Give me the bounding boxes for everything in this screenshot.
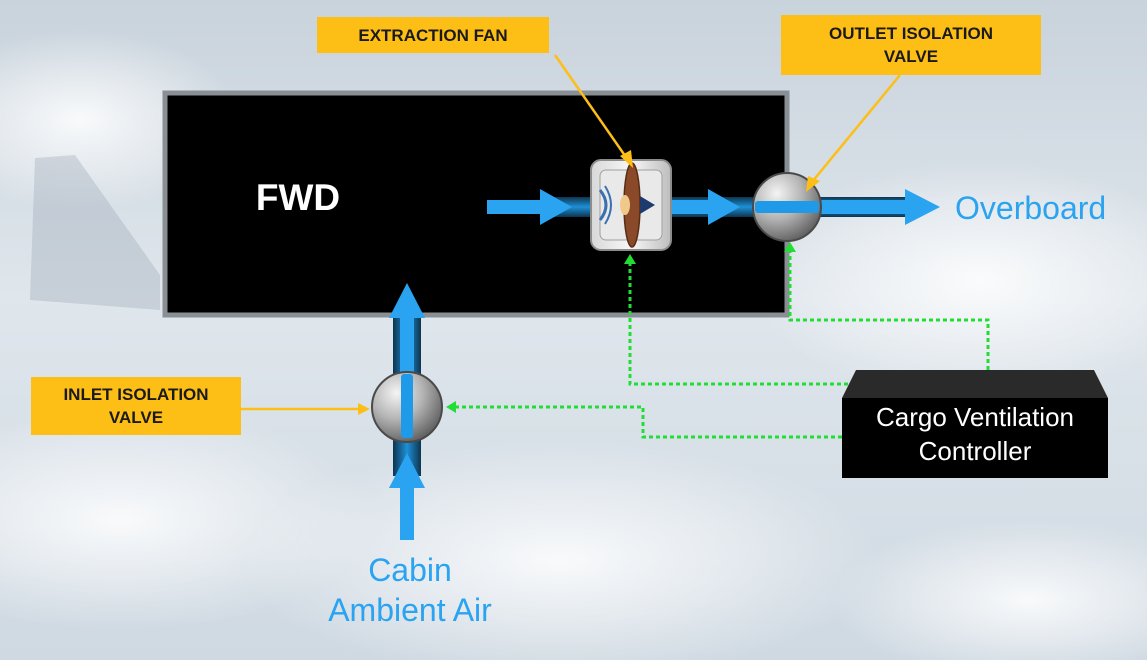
signal-to-outlet-valve (788, 250, 990, 370)
signal-arrowhead-inlet-valve (446, 401, 456, 413)
leader-extraction-fan (553, 54, 630, 161)
signal-arrowhead-fan (624, 254, 636, 264)
leader-outlet-valve (811, 74, 901, 183)
airflow-arrow-cabin-air (389, 453, 425, 540)
callout-outlet-line1: OUTLET ISOLATION (828, 24, 993, 43)
control-signal-lines (455, 250, 990, 439)
callout-extraction-fan: EXTRACTION FAN (317, 17, 549, 53)
cloud (750, 160, 1147, 400)
inlet-isolation-valve (371, 371, 443, 443)
callout-leader-lines (240, 54, 901, 411)
signal-to-extraction-fan (628, 262, 855, 386)
callout-outlet-line2: VALVE (883, 47, 939, 66)
callout-inlet-line2: VALVE (108, 408, 164, 427)
airflow-arrow-overboard (820, 189, 940, 225)
extraction-fan (590, 159, 672, 251)
outlet-isolation-valve (752, 172, 822, 242)
controller-line1: Cargo Ventilation (875, 402, 1075, 432)
cabin-ambient-air-label: Cabin Ambient Air (300, 550, 520, 630)
airflow-arrow-into-fan (487, 189, 572, 225)
leader-arrowhead-outlet (806, 176, 820, 192)
signal-to-inlet-valve (455, 405, 842, 439)
compartment-label: FWD (255, 177, 341, 218)
callout-inlet-line1: INLET ISOLATION (63, 385, 209, 404)
callout-inlet-isolation-valve: INLET ISOLATION VALVE (31, 377, 241, 435)
cargo-ventilation-controller-box (842, 370, 1108, 478)
signal-arrowhead-outlet-valve (784, 242, 796, 252)
overboard-label: Overboard (955, 190, 1107, 226)
cabin-label-line2: Ambient Air (328, 592, 492, 628)
cargo-ventilation-controller-label: Cargo Ventilation Controller (842, 400, 1108, 478)
cabin-label-line1: Cabin (368, 552, 452, 588)
controller-line2: Controller (918, 436, 1032, 466)
leader-arrowhead-inlet (358, 403, 370, 415)
aircraft-tail-silhouette (30, 155, 160, 310)
cloud (830, 520, 1147, 660)
callout-extraction-fan-text: EXTRACTION FAN (358, 25, 508, 45)
airflow-arrow-into-compartment (389, 283, 425, 373)
callout-outlet-isolation-valve: OUTLET ISOLATION VALVE (781, 15, 1041, 75)
leader-arrowhead-fan (620, 150, 633, 168)
